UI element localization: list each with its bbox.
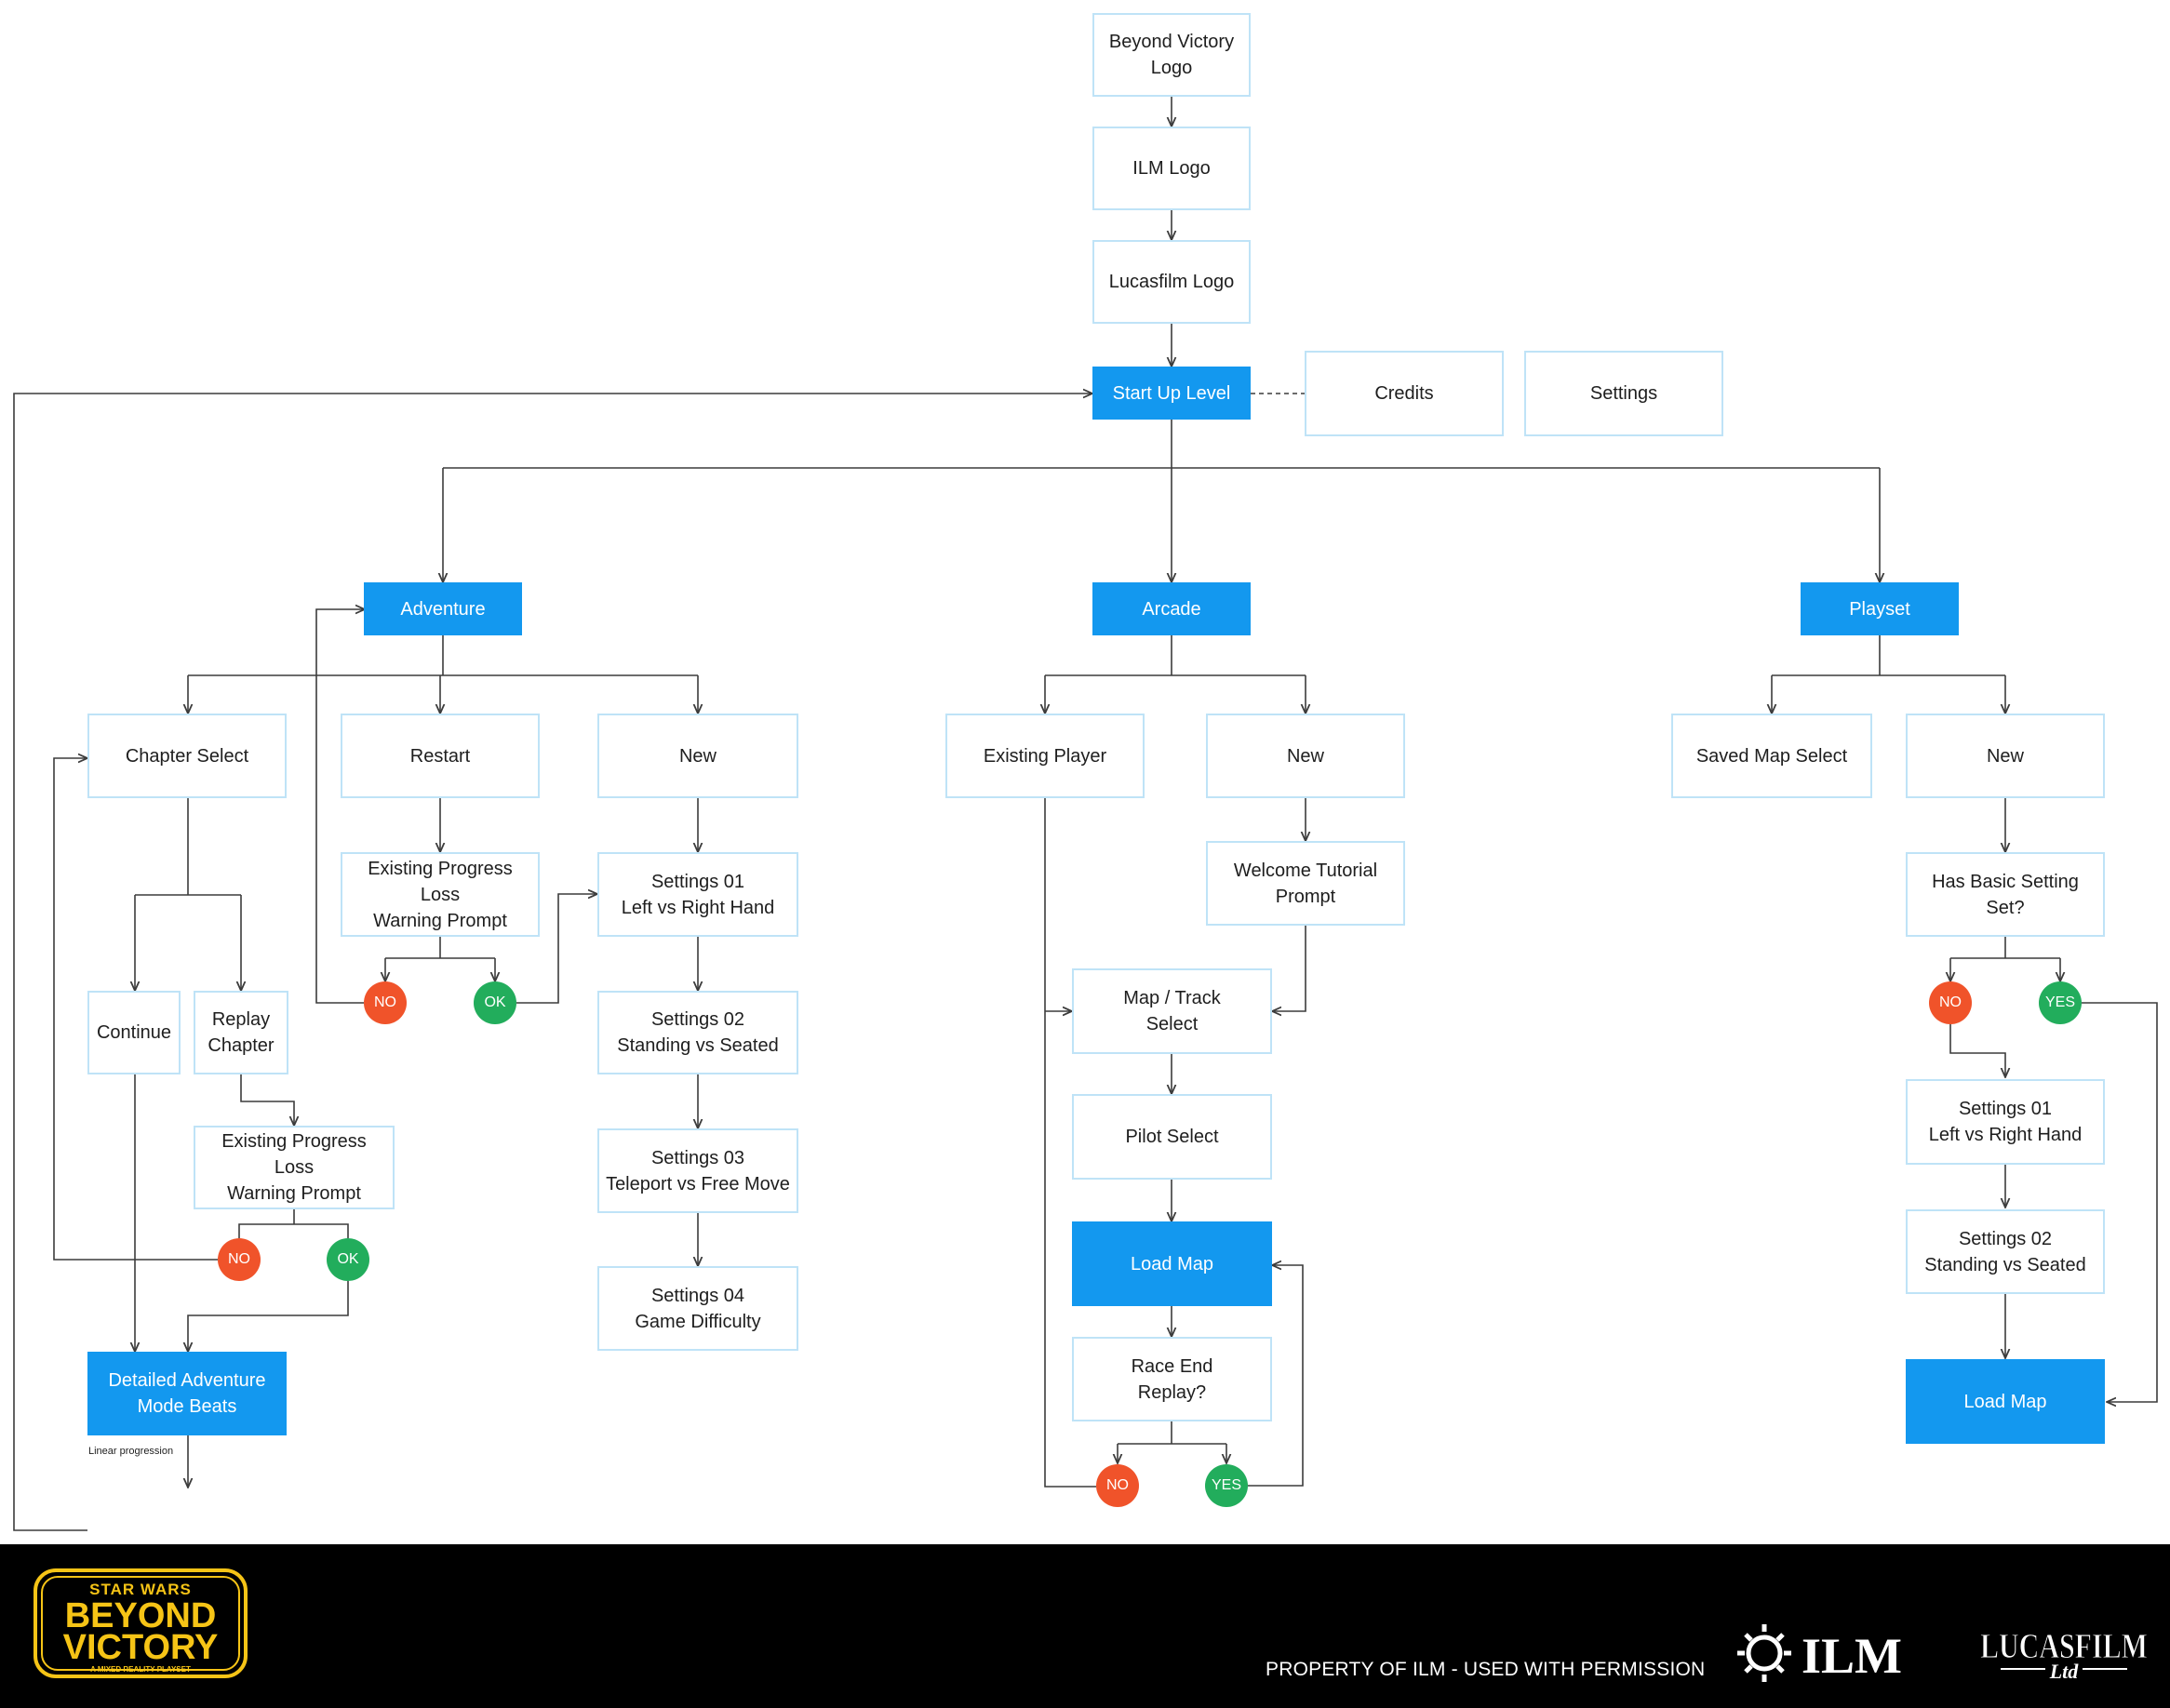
sw-beyond-text: BEYOND <box>65 1596 217 1635</box>
flowchart-canvas: Beyond Victory Logo ILM Logo Lucasfilm L… <box>13 13 2158 1531</box>
start-up-level-node: Start Up Level <box>1092 367 1251 420</box>
edge-warning-split <box>385 937 495 959</box>
replay-no-decision: NO <box>218 1238 261 1281</box>
beyond-victory-logo-node: Beyond Victory Logo <box>1092 13 1251 97</box>
playset-new-node: New <box>1906 714 2105 798</box>
edge-playset-bus <box>1772 635 2005 676</box>
replay-ok-decision: OK <box>327 1238 369 1281</box>
has-basic-setting-set-node: Has Basic Setting Set? <box>1906 852 2105 937</box>
linear-progression-note: Linear progression <box>88 1446 174 1457</box>
edge-setting-yes-to-load <box>2082 1002 2158 1402</box>
setting-no-decision: NO <box>1929 981 1972 1024</box>
adventure-settings-02-node: Settings 02 Standing vs Seated <box>597 991 798 1074</box>
edge-welcome-to-map <box>1272 926 1306 1011</box>
edge-chapter-split <box>135 798 241 896</box>
edge-replay-ok-to-beats <box>188 1281 349 1352</box>
sw-top-text: STAR WARS <box>89 1581 192 1598</box>
playset-load-map-node: Load Map <box>1906 1359 2105 1444</box>
ilm-wordmark: ILM <box>1802 1628 1902 1684</box>
edge-return-to-startup <box>13 394 1092 1531</box>
edge-adventure-bus <box>188 635 698 676</box>
edge-replay-no-back <box>53 758 218 1261</box>
arcade-new-node: New <box>1206 714 1405 798</box>
adventure-new-node: New <box>597 714 798 798</box>
sw-tagline-text: A MIXED REALITY PLAYSET <box>90 1665 191 1674</box>
edge-race-yes-to-load <box>1248 1265 1304 1487</box>
edge-arcade-bus <box>1045 635 1306 676</box>
playset-settings-01-node: Settings 01 Left vs Right Hand <box>1906 1079 2105 1165</box>
permission-notice: PROPERTY OF ILM - USED WITH PERMISSION <box>1266 1659 1706 1680</box>
edge-race-split <box>1118 1421 1226 1445</box>
playset-node: Playset <box>1801 582 1959 635</box>
race-yes-decision: YES <box>1205 1464 1248 1507</box>
lucasfilm-logo: LUCASFILM Ltd <box>1980 1627 2149 1684</box>
edge-replay-to-warning <box>240 1074 294 1126</box>
ilm-logo: ILM <box>1737 1624 1902 1684</box>
chapter-select-node: Chapter Select <box>87 714 287 798</box>
edge-setting-no-to-s1 <box>1949 1024 2005 1077</box>
race-no-decision: NO <box>1096 1464 1139 1507</box>
detailed-adventure-mode-beats-node: Detailed Adventure Mode Beats <box>87 1352 287 1435</box>
map-track-select-node: Map / Track Select <box>1072 968 1272 1054</box>
existing-player-node: Existing Player <box>945 714 1145 798</box>
footer-bar <box>0 1544 2170 1708</box>
welcome-tutorial-prompt-node: Welcome Tutorial Prompt <box>1206 841 1405 926</box>
adventure-node: Adventure <box>364 582 522 635</box>
lucasfilm-logo-node: Lucasfilm Logo <box>1092 240 1251 324</box>
restart-node: Restart <box>341 714 540 798</box>
replay-warning-prompt-node: Existing Progress Loss Warning Prompt <box>194 1126 395 1209</box>
continue-node: Continue <box>87 991 181 1074</box>
setting-yes-decision: YES <box>2039 981 2082 1024</box>
race-end-replay-node: Race End Replay? <box>1072 1337 1272 1421</box>
saved-map-select-node: Saved Map Select <box>1671 714 1872 798</box>
replay-chapter-node: Replay Chapter <box>194 991 288 1074</box>
edge-replay-warning-split <box>238 1209 349 1238</box>
lucasfilm-wordmark: LUCASFILM <box>1980 1627 2148 1666</box>
settings-node: Settings <box>1524 351 1723 436</box>
playset-settings-02-node: Settings 02 Standing vs Seated <box>1906 1209 2105 1294</box>
arcade-load-map-node: Load Map <box>1072 1221 1272 1306</box>
restart-warning-prompt-node: Existing Progress Loss Warning Prompt <box>341 852 540 937</box>
sw-victory-text: VICTORY <box>63 1628 219 1667</box>
edge-existing-to-map <box>1044 798 1096 1488</box>
adventure-settings-01-node: Settings 01 Left vs Right Hand <box>597 852 798 937</box>
edge-check-split <box>1950 937 2060 959</box>
flow-connectors <box>13 97 2158 1531</box>
edge-restart-no-back <box>315 609 365 1004</box>
credits-node: Credits <box>1305 351 1504 436</box>
restart-ok-decision: OK <box>474 981 516 1024</box>
restart-no-decision: NO <box>364 981 407 1024</box>
ilm-gear-icon <box>1737 1624 1791 1682</box>
lucasfilm-ltd: Ltd <box>2049 1660 2080 1683</box>
pilot-select-node: Pilot Select <box>1072 1094 1272 1180</box>
arcade-node: Arcade <box>1092 582 1251 635</box>
ilm-logo-node: ILM Logo <box>1092 127 1251 210</box>
adventure-settings-03-node: Settings 03 Teleport vs Free Move <box>597 1128 798 1213</box>
star-wars-beyond-victory-logo: STAR WARS BEYOND VICTORY A MIXED REALITY… <box>33 1568 248 1678</box>
edge-restart-ok-to-settings <box>516 894 597 1004</box>
adventure-settings-04-node: Settings 04 Game Difficulty <box>597 1266 798 1351</box>
